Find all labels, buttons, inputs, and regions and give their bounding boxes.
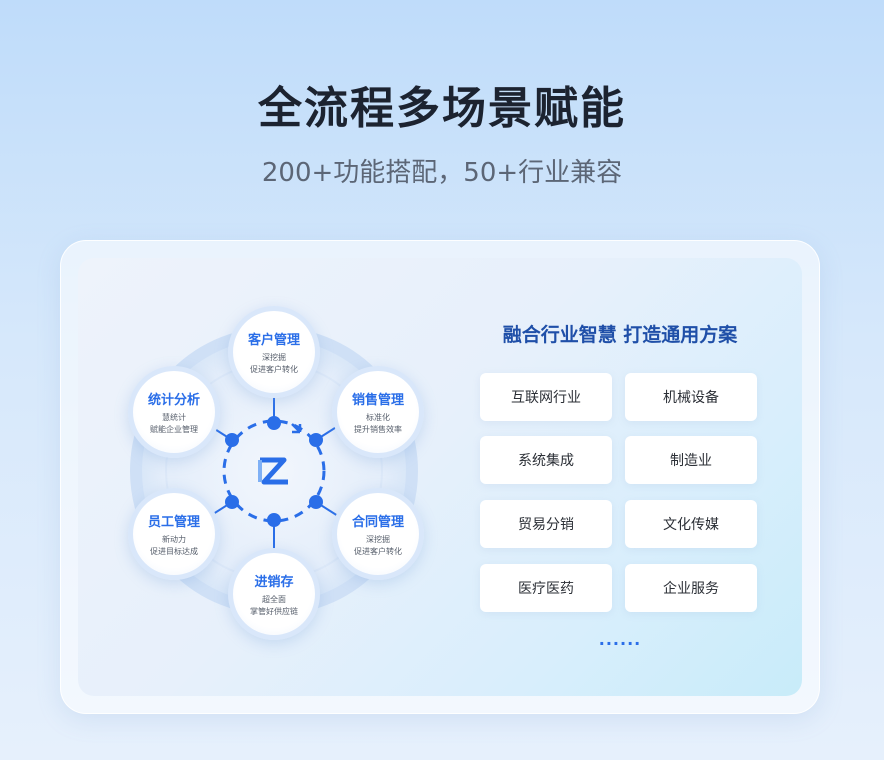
industry-healthcare[interactable]: 医疗医药 — [480, 564, 612, 612]
node-customer-management: 客户管理 深挖掘 促进客户转化 — [228, 306, 320, 398]
node-staff-management: 员工管理 新动力 促进目标达成 — [128, 488, 220, 580]
arrow-icon — [291, 423, 302, 434]
brand-logo-icon — [258, 457, 288, 485]
node-sales-management: 销售管理 标准化 提升销售效率 — [332, 366, 424, 458]
industry-manufacturing[interactable]: 制造业 — [625, 436, 757, 484]
page-subtitle: 200+功能搭配，50+行业兼容 — [261, 158, 623, 188]
industry-media[interactable]: 文化传媒 — [625, 500, 757, 548]
more-indicator: ...... — [598, 630, 642, 649]
industry-enterprise-services[interactable]: 企业服务 — [625, 564, 757, 612]
industry-system-integration[interactable]: 系统集成 — [480, 436, 612, 484]
industries-title: 融合行业智慧 打造通用方案 — [502, 324, 738, 346]
dashed-inner-ring — [222, 419, 326, 523]
industry-internet[interactable]: 互联网行业 — [480, 373, 612, 421]
node-inventory: 进销存 超全面 掌管好供应链 — [228, 548, 320, 640]
page-title: 全流程多场景赋能 — [258, 83, 626, 134]
node-contract-management: 合同管理 深挖掘 促进客户转化 — [332, 488, 424, 580]
industry-machinery[interactable]: 机械设备 — [625, 373, 757, 421]
node-statistics: 统计分析 慧统计 赋能企业管理 — [128, 366, 220, 458]
industry-trade-distribution[interactable]: 贸易分销 — [480, 500, 612, 548]
connector-dots — [225, 416, 323, 527]
